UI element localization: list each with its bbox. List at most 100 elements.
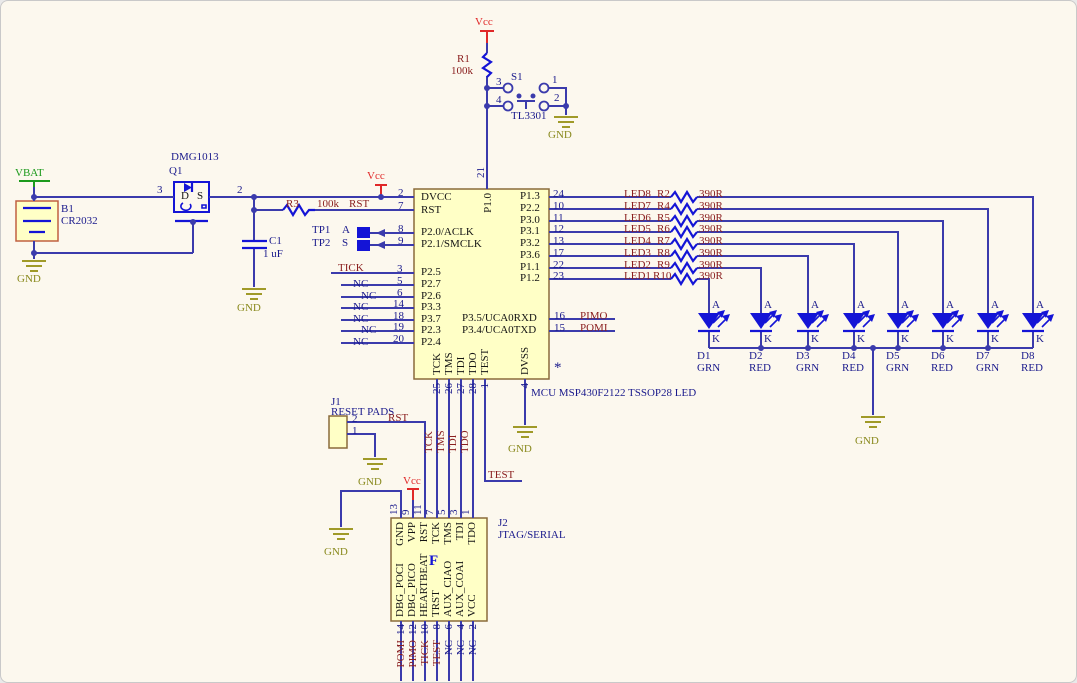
b1-value: CR2032 [61,215,98,227]
mcu-pin8-num: 8 [398,223,404,235]
nc-label-6: NC [361,290,377,302]
mcu-pin25-num: 25 [431,383,443,394]
d8-anode-label: A [1036,299,1044,311]
gnd-led-label: GND [855,435,879,447]
mcu-pin3-num: 3 [397,263,403,275]
j2-pin1-num: 1 [460,509,472,516]
r8-ref: R8 [657,247,670,259]
mcu-pin28-num: 28 [467,383,479,394]
d1-cathode-label: K [712,333,720,345]
mcu-pin-p31: P3.1 [520,225,540,237]
vbat-label: VBAT [15,167,44,179]
j2-pin10-num: 10 [419,624,431,635]
testpoint-pads[interactable] [357,227,370,251]
j1-body[interactable] [328,415,348,449]
q1-diode-triangle [184,183,192,192]
mcu-pin-p35rxd: P3.5/UCA0RXD [462,312,537,324]
r9-ref: R9 [657,259,670,271]
j2-pin14-num: 14 [395,624,407,635]
r4-ref: R4 [657,200,670,212]
s1-pin2: 2 [554,92,560,104]
j2-pin3-num: 3 [448,509,460,516]
j2-pin11-num: 11 [412,504,424,515]
nc-label-18: NC [353,313,369,325]
mcu-pin21-num: 21 [475,167,487,178]
r5-ref: R5 [657,212,670,224]
mcu-pin20-num: 20 [393,333,404,345]
q1-pin2: 2 [237,184,243,196]
j2-pin-dbg-pico: DBG_PICO [406,563,418,617]
nc-label-j2-4: NC [455,640,467,656]
mcu-pin-p26: P2.6 [421,290,441,302]
j2-field-f: F [429,553,439,569]
d5-cathode-label: K [901,333,909,345]
d8-cathode-label: K [1036,333,1044,345]
j2-pin-vcc: VCC [466,594,478,617]
d4-color: RED [842,362,864,374]
mcu-pin-p22: P2.2 [520,202,540,214]
s1-pin1: 1 [552,74,558,86]
mcu-pin10-num: 10 [553,200,564,212]
mcu-pin-p37: P3.7 [421,313,441,325]
d2-cathode-label: K [764,333,772,345]
r3-value: 100k [317,198,339,210]
nc-label-j2-2: NC [467,640,479,656]
r5-value: 390R [699,212,723,224]
mcu-body[interactable] [413,188,550,380]
mcu-pin-tdo: TDO [467,352,479,375]
r1-value: 100k [451,65,473,77]
mcu-pin26-num: 26 [443,383,455,394]
mcu-pin9-num: 9 [398,235,404,247]
mcu-comment: MCU MSP430F2122 TSSOP28 LED [531,387,697,399]
c1-ref: C1 [269,235,282,247]
j2-pin2-num: 2 [467,624,479,630]
gnd-dvss-label: GND [508,443,532,455]
test-net-label: TEST [488,469,515,481]
j2-pin-tck: TCK [430,522,442,544]
mcu-pin-tck: TCK [431,353,443,375]
j1-pin1: 1 [352,425,358,437]
d4-anode-label: A [857,299,865,311]
c1-value: 1 uF [263,248,283,260]
d6-ref: D6 [931,350,945,362]
r9-value: 390R [699,259,723,271]
j2-pin-heartbeat: HEARTBEAT [418,553,430,617]
r7-ref: R7 [657,235,670,247]
gnd-j1-label: GND [358,476,382,488]
j2-pin-aux-coai: AUX_COAI [454,560,466,617]
led3-net-label: LED3 [624,247,651,259]
mcu-pin19-num: 19 [393,321,404,333]
j2-body[interactable] [390,517,488,622]
tp1-a: A [342,224,350,236]
j2-pin-gnd: GND [394,522,406,546]
d7-ref: D7 [976,350,990,362]
mcu-pin-p12: P1.2 [520,272,540,284]
vcc-symbols [375,30,494,500]
j2-ref: J2 [498,517,508,529]
mcu-pin6-num: 6 [397,287,403,299]
d2-color: RED [749,362,771,374]
j2-pin7-num: 7 [424,509,436,516]
r2-ref: R2 [657,188,670,200]
mcu-pin23-num: 23 [553,270,564,282]
mcu-pin-rst: RST [421,204,442,216]
mcu-pin27-num: 27 [455,383,467,394]
tp1-ref: TP1 [312,224,331,236]
r7-value: 390R [699,235,723,247]
led8-net-label: LED8 [624,188,651,200]
d1-anode-label: A [712,299,720,311]
pimo-net-label-j2: PIMO [407,640,419,668]
d7-cathode-label: K [991,333,999,345]
led1-net-label: LED1 [624,270,651,282]
mcu-pin-p13: P1.3 [520,190,540,202]
j1-value: RESET PADS [331,406,395,418]
switch-contacts[interactable] [502,82,550,112]
b1-ref: B1 [61,203,74,215]
mcu-pin-p32: P3.2 [520,237,540,249]
mcu-pin-p25: P2.5 [421,266,441,278]
d5-anode-label: A [901,299,909,311]
r2-value: 390R [699,188,723,200]
mcu-pin-p10: P1.0 [482,193,494,213]
s1-value: TL3301 [511,110,547,122]
j2-pin-tdi: TDI [454,522,466,541]
